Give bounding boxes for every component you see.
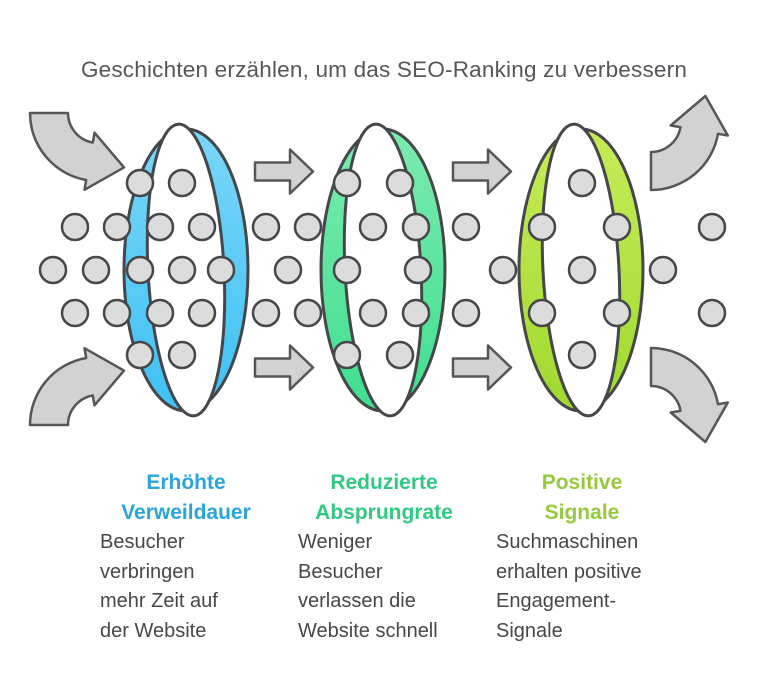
visitor-dot bbox=[145, 212, 175, 242]
visitor-dot bbox=[401, 298, 431, 328]
visitor-dot bbox=[102, 212, 132, 242]
label-bounce-rate: Reduzierte Absprungrate Weniger Besucher… bbox=[298, 468, 470, 646]
caption-columns: Erhöhte Verweildauer Besucher verbringen… bbox=[0, 468, 768, 668]
flow-right-arrow-bottom-left-icon bbox=[253, 344, 315, 391]
flow-dots bbox=[38, 168, 727, 370]
visitor-dot bbox=[385, 340, 415, 370]
visitor-dot bbox=[125, 168, 155, 198]
visitor-dot bbox=[273, 255, 303, 285]
visitor-dot bbox=[527, 212, 557, 242]
visitor-dot bbox=[81, 255, 111, 285]
label-bounce-rate-body: Weniger Besucher verlassen die Website s… bbox=[298, 531, 438, 642]
visitor-dot bbox=[251, 298, 281, 328]
visitor-dot bbox=[567, 340, 597, 370]
visitor-dot bbox=[145, 298, 175, 328]
visitor-dot bbox=[401, 212, 431, 242]
visitor-dot bbox=[697, 298, 727, 328]
visitor-dot bbox=[602, 298, 632, 328]
visitor-dot bbox=[125, 340, 155, 370]
label-positive-signals-body: Suchmaschinen erhalten positive Engageme… bbox=[496, 531, 642, 642]
flow-right-arrow-top-right-icon bbox=[451, 148, 513, 195]
visitor-dot bbox=[251, 212, 281, 242]
visitor-dot bbox=[167, 255, 197, 285]
visitor-dot bbox=[527, 298, 557, 328]
flow-right-arrow-top-left-icon bbox=[253, 148, 315, 195]
page-title: Geschichten erzählen, um das SEO-Ranking… bbox=[80, 57, 688, 82]
outflow-curved-arrow-up-icon bbox=[649, 94, 730, 192]
rings bbox=[122, 122, 645, 418]
visitor-dot bbox=[385, 168, 415, 198]
arrows bbox=[28, 94, 730, 444]
label-positive-signals: Positive Signale Suchmaschinen erhalten … bbox=[496, 468, 668, 646]
visitor-dot bbox=[125, 255, 155, 285]
visitor-dot bbox=[167, 340, 197, 370]
inflow-curved-arrow-top-icon bbox=[28, 111, 126, 192]
visitor-dot bbox=[451, 298, 481, 328]
label-dwell-time: Erhöhte Verweildauer Besucher verbringen… bbox=[100, 468, 272, 646]
visitor-dot bbox=[332, 255, 362, 285]
flow-right-arrow-bottom-right-icon bbox=[451, 344, 513, 391]
label-dwell-time-heading: Erhöhte Verweildauer bbox=[121, 471, 251, 524]
visitor-dot bbox=[102, 298, 132, 328]
label-positive-signals-heading: Positive Signale bbox=[541, 471, 623, 524]
visitor-dot bbox=[206, 255, 236, 285]
visitor-dot bbox=[332, 340, 362, 370]
label-dwell-time-body: Besucher verbringen mehr Zeit auf der We… bbox=[100, 531, 218, 642]
visitor-dot bbox=[488, 255, 518, 285]
visitor-dot bbox=[451, 212, 481, 242]
visitor-dot bbox=[358, 298, 388, 328]
visitor-dot bbox=[187, 212, 217, 242]
visitor-dot bbox=[167, 168, 197, 198]
visitor-dot bbox=[60, 298, 90, 328]
visitor-dot bbox=[60, 212, 90, 242]
visitor-dot bbox=[293, 298, 323, 328]
visitor-dot bbox=[567, 168, 597, 198]
visitor-dot bbox=[648, 255, 678, 285]
visitor-dot bbox=[332, 168, 362, 198]
visitor-dot bbox=[567, 255, 597, 285]
visitor-dot bbox=[602, 212, 632, 242]
inflow-curved-arrow-bottom-icon bbox=[28, 346, 126, 427]
visitor-dot bbox=[187, 298, 217, 328]
visitor-dot bbox=[293, 212, 323, 242]
visitor-dot bbox=[358, 212, 388, 242]
visitor-dot bbox=[38, 255, 68, 285]
outflow-curved-arrow-down-icon bbox=[649, 346, 730, 444]
visitor-dot bbox=[697, 212, 727, 242]
visitor-dot bbox=[403, 255, 433, 285]
label-bounce-rate-heading: Reduzierte Absprungrate bbox=[315, 471, 453, 524]
